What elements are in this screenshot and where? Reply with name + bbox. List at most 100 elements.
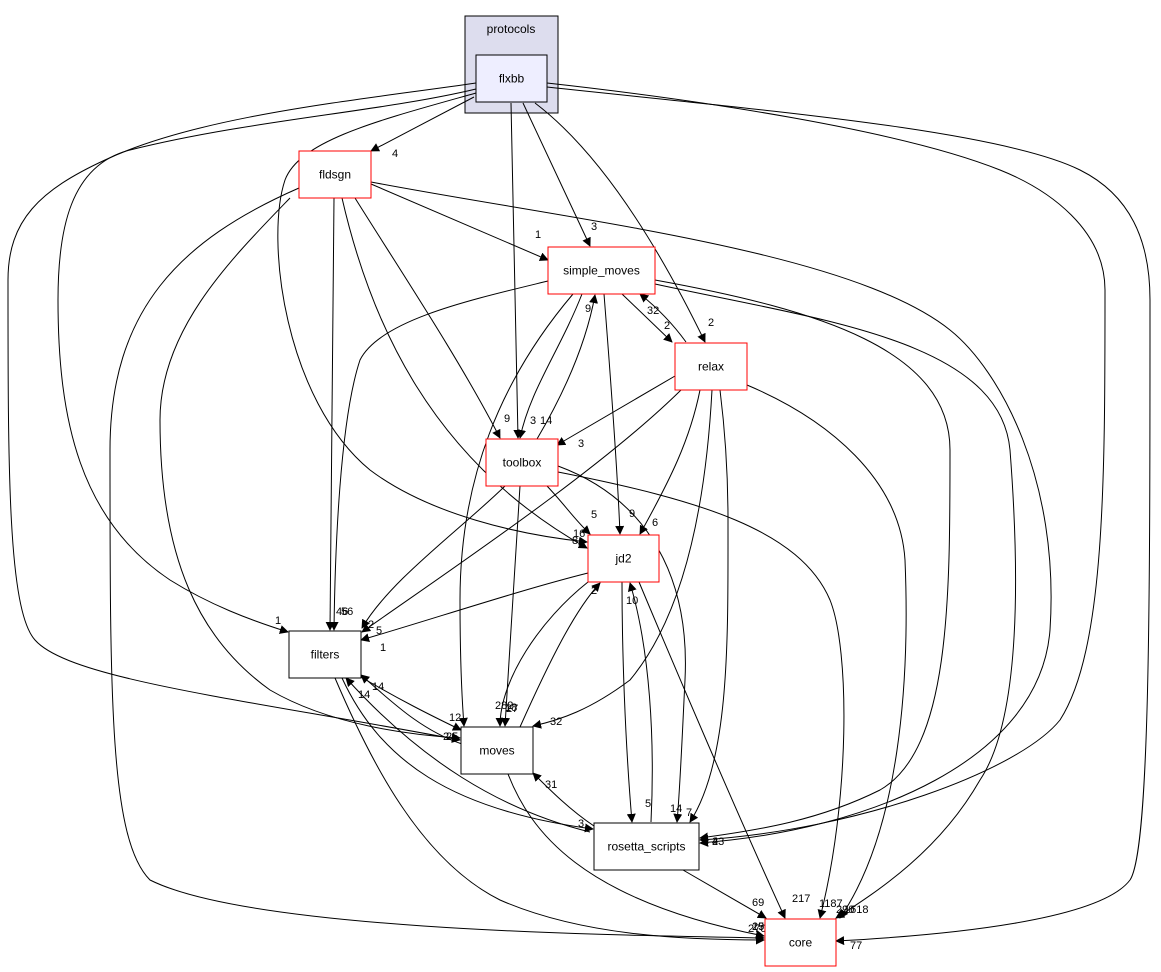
edge-label-rosetta_scripts-to-filters[interactable]: 14 — [358, 689, 370, 701]
node-box — [485, 438, 559, 487]
node-label: fldsgn — [319, 168, 351, 182]
edge-fldsgn-to-core — [109, 187, 765, 943]
edge-label-jd2-to-filters[interactable]: 1 — [380, 642, 386, 654]
edge-flxbb-to-toolbox — [510, 102, 523, 439]
node-label: rosetta_scripts — [607, 840, 685, 854]
edge-label-simple_moves-to-filters[interactable]: 56 — [341, 606, 353, 618]
edge-label-filters-to-rosetta_scripts[interactable]: 3 — [578, 818, 584, 830]
edge-simple_moves-to-relax — [621, 293, 673, 343]
edge-jd2-to-rosetta_scripts — [621, 581, 636, 823]
edge-flxbb-to-fldsgn — [370, 96, 475, 152]
edge-label-simple_moves-to-toolbox[interactable]: 14 — [540, 415, 552, 427]
edge-rosetta_scripts-to-filters — [345, 677, 591, 833]
edge-flxbb-to-relax — [534, 102, 706, 343]
edge-label-jd2-to-moves[interactable]: 18 — [505, 702, 517, 714]
edge-label-flxbb-to-core[interactable]: 77 — [850, 940, 862, 952]
edge-label-moves-to-jd2[interactable]: 2 — [591, 585, 597, 597]
edge-label-toolbox-to-simple_moves[interactable]: 9 — [585, 303, 591, 315]
edge-toolbox-to-simple_moves — [536, 294, 598, 440]
edge-label-rosetta_scripts-to-core[interactable]: 69 — [752, 897, 764, 909]
edge-label-flxbb-to-simple_moves[interactable]: 3 — [591, 221, 597, 233]
edge-label-fldsgn-to-jd2[interactable]: 16 — [573, 528, 585, 540]
node-box — [547, 246, 656, 295]
edge-label-simple_moves-to-core[interactable]: 1618 — [844, 904, 868, 916]
edge-label-toolbox-to-core[interactable]: 1187 — [819, 898, 843, 910]
edge-toolbox-to-moves — [501, 485, 521, 727]
node-rosetta-scripts[interactable]: rosetta_scripts — [593, 822, 700, 871]
edge-simple_moves-to-toolbox — [517, 293, 583, 439]
edge-simple_moves-to-core — [654, 283, 1017, 919]
edge-label-fldsgn-to-simple_moves[interactable]: 1 — [535, 229, 541, 241]
edge-label-flxbb-to-filters[interactable]: 1 — [275, 615, 281, 627]
node-jd2[interactable]: jd2 — [587, 534, 660, 583]
edge-flxbb-to-jd2 — [277, 92, 588, 546]
node-flxbb[interactable]: flxbb — [475, 54, 548, 103]
edge-label-flxbb-to-fldsgn[interactable]: 4 — [392, 148, 398, 160]
edge-label-moves-to-filters[interactable]: 14 — [372, 681, 384, 693]
edge-label-fldsgn-to-moves[interactable]: 25 — [446, 731, 458, 743]
edge-label-fldsgn-to-rosetta_scripts[interactable]: 43 — [712, 836, 724, 848]
node-label: toolbox — [503, 456, 542, 470]
edge-label-jd2-to-rosetta_scripts[interactable]: 5 — [645, 798, 651, 810]
edge-label-simple_moves-to-jd2[interactable]: 9 — [629, 508, 635, 520]
edge-label-relax-to-moves[interactable]: 32 — [550, 716, 562, 728]
edge-simple_moves-to-filters — [329, 280, 549, 631]
edge-label-relax-to-rosetta_scripts[interactable]: 7 — [686, 807, 692, 819]
edge-label-simple_moves-to-relax[interactable]: 2 — [664, 320, 670, 332]
edge-rosetta_scripts-to-jd2 — [628, 582, 653, 823]
edge-label-flxbb-to-relax[interactable]: 2 — [708, 317, 714, 329]
edge-label-layer: 4323812477191646254327021495628221618323… — [275, 148, 868, 952]
edge-label-toolbox-to-jd2[interactable]: 5 — [591, 509, 597, 521]
node-fldsgn[interactable]: fldsgn — [298, 150, 372, 199]
edge-label-simple_moves-to-moves[interactable]: 282 — [495, 700, 513, 712]
edge-label-rosetta_scripts-to-moves[interactable]: 31 — [545, 779, 557, 791]
edge-toolbox-to-filters — [361, 485, 506, 629]
node-label: relax — [698, 360, 724, 374]
edge-label-flxbb-to-jd2[interactable]: 8 — [572, 535, 578, 547]
edge-toolbox-to-core — [557, 471, 845, 919]
node-label: jd2 — [614, 552, 631, 566]
edge-flxbb-to-simple_moves — [522, 102, 591, 247]
edge-flxbb-to-rosetta_scripts — [546, 82, 1106, 844]
edge-label-fldsgn-to-filters[interactable]: 46 — [336, 606, 348, 618]
edge-fldsgn-to-toolbox — [354, 197, 501, 439]
edge-label-flxbb-to-moves[interactable]: 2 — [443, 731, 449, 743]
node-simple-moves[interactable]: simple_moves — [547, 246, 656, 295]
edge-label-relax-to-core[interactable]: 290 — [836, 904, 854, 916]
edge-label-relax-to-jd2[interactable]: 6 — [652, 517, 658, 529]
edge-label-jd2-to-core[interactable]: 217 — [792, 893, 810, 905]
node-moves[interactable]: moves — [460, 726, 534, 775]
edge-label-fldsgn-to-toolbox[interactable]: 9 — [504, 413, 510, 425]
node-label: filters — [311, 648, 340, 662]
node-relax[interactable]: relax — [674, 342, 748, 391]
edge-label-filters-to-moves[interactable]: 12 — [449, 712, 461, 724]
node-label: moves — [479, 744, 514, 758]
edge-label-relax-to-simple_moves[interactable]: 32 — [647, 305, 659, 317]
edge-simple_moves-to-jd2 — [603, 293, 625, 535]
edge-label-simple_moves-to-rosetta_scripts[interactable]: 2 — [712, 836, 718, 848]
edge-filters-to-moves — [360, 676, 462, 731]
edge-label-toolbox-to-filters[interactable]: 2 — [368, 619, 374, 631]
edge-moves-to-filters — [360, 674, 463, 745]
edge-relax-to-moves — [532, 389, 713, 729]
edge-label-rosetta_scripts-to-jd2[interactable]: 10 — [626, 595, 638, 607]
edge-filters-to-core — [334, 677, 765, 945]
node-core[interactable]: core — [764, 918, 837, 967]
node-box — [288, 630, 362, 679]
edge-jd2-to-filters — [360, 572, 589, 643]
node-box — [298, 150, 372, 199]
edge-relax-to-core — [746, 384, 907, 919]
edge-label-relax-to-filters[interactable]: 5 — [376, 625, 382, 637]
edge-label-relax-to-toolbox[interactable]: 3 — [578, 438, 584, 450]
edge-label-flxbb-to-rosetta_scripts[interactable]: 4 — [712, 836, 718, 848]
node-filters[interactable]: filters — [288, 630, 362, 679]
edge-relax-to-jd2 — [639, 389, 701, 535]
edge-label-flxbb-to-toolbox[interactable]: 3 — [530, 415, 536, 427]
edge-label-toolbox-to-moves[interactable]: 27 — [506, 703, 518, 715]
edge-label-fldsgn-to-core[interactable]: 270 — [748, 923, 766, 935]
node-box — [593, 822, 700, 871]
node-toolbox[interactable]: toolbox — [485, 438, 559, 487]
edge-label-toolbox-to-rosetta_scripts[interactable]: 14 — [670, 803, 682, 815]
edge-relax-to-simple_moves — [639, 293, 687, 343]
